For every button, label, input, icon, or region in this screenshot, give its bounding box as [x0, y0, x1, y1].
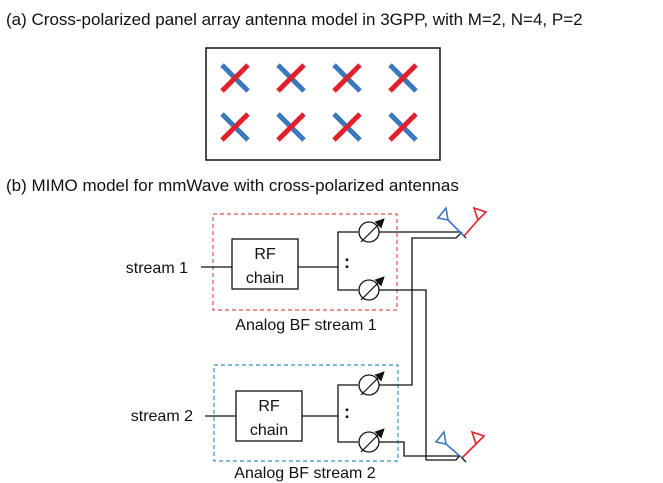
feed-line-s2-top: [379, 231, 463, 386]
rf-label-stream1: RF: [254, 246, 276, 263]
phase-shifter-icon: [358, 428, 385, 453]
cross-polarized-element: [388, 63, 418, 93]
cross-polarized-element-grid: [220, 63, 418, 142]
stream2-split-top: [302, 384, 358, 417]
rf-label-stream2: RF: [258, 398, 280, 415]
stream1-dots: :: [344, 252, 350, 272]
cross-polarized-element: [220, 112, 250, 142]
phase-shifter-icon: [358, 371, 385, 396]
stream2-dots: :: [344, 402, 350, 422]
analog-bf-frame-stream2: [213, 364, 399, 462]
rf-chain-box-stream1: [231, 238, 299, 290]
stream1-input-label: stream 1: [126, 260, 188, 277]
stream2-input-label: stream 2: [131, 408, 193, 425]
stream1-split-top: [298, 231, 358, 268]
cross-polarized-element: [332, 63, 362, 93]
feed-line-s1-bottom: [379, 289, 461, 461]
cross-polarized-element: [276, 63, 306, 93]
antenna-panel-frame: [205, 47, 441, 161]
feed-line-s2-bottom: [379, 441, 467, 463]
cross-polarized-element: [388, 112, 418, 142]
cross-polarized-antenna-bottom: [434, 430, 486, 459]
feed-line-s1-top: [379, 231, 467, 239]
cross-polarized-element: [220, 63, 250, 93]
phase-shifter-icon: [358, 276, 385, 301]
caption-a: (a) Cross-polarized panel array antenna …: [6, 10, 583, 29]
chain-label-stream2: chain: [250, 422, 288, 439]
chain-label-stream1: chain: [246, 270, 284, 287]
group-label-stream2: Analog BF stream 2: [234, 465, 376, 482]
cross-polarized-antenna-top: [436, 206, 488, 237]
cross-polarized-element: [332, 112, 362, 142]
group-label-stream1: Analog BF stream 1: [235, 317, 377, 334]
stream1-split-bottom: [337, 267, 358, 291]
stream2-split-bottom: [337, 416, 358, 443]
caption-b: (b) MIMO model for mmWave with cross-pol…: [6, 176, 459, 195]
analog-bf-frame-stream1: [212, 213, 398, 311]
phase-shifter-icon: [358, 218, 385, 243]
cross-polarized-element: [276, 112, 306, 142]
